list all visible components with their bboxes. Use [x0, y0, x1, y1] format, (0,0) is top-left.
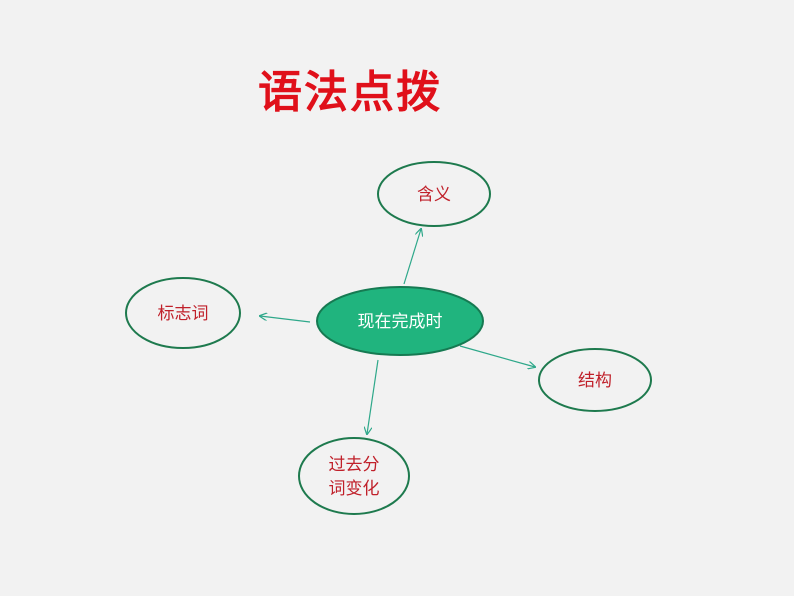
node-meaning: 含义 [377, 161, 491, 227]
arrow-to-participle [367, 359, 379, 434]
node-participle-line1: 过去分 [329, 455, 380, 475]
node-signal-words: 标志词 [125, 277, 241, 349]
slide-title: 语法点拨 [258, 67, 442, 118]
arrow-to-structure [459, 345, 535, 367]
node-participle-line2: 词变化 [329, 479, 380, 499]
node-signal-words-label: 标志词 [158, 304, 209, 324]
node-center: 现在完成时 [316, 286, 484, 356]
node-structure: 结构 [538, 348, 652, 412]
node-structure-label: 结构 [578, 371, 612, 391]
node-participle: 过去分 词变化 [298, 437, 410, 515]
arrow-to-meaning [403, 229, 421, 285]
node-meaning-label: 含义 [417, 185, 451, 205]
arrow-to-signal-words [260, 316, 311, 323]
node-center-label: 现在完成时 [358, 312, 443, 332]
